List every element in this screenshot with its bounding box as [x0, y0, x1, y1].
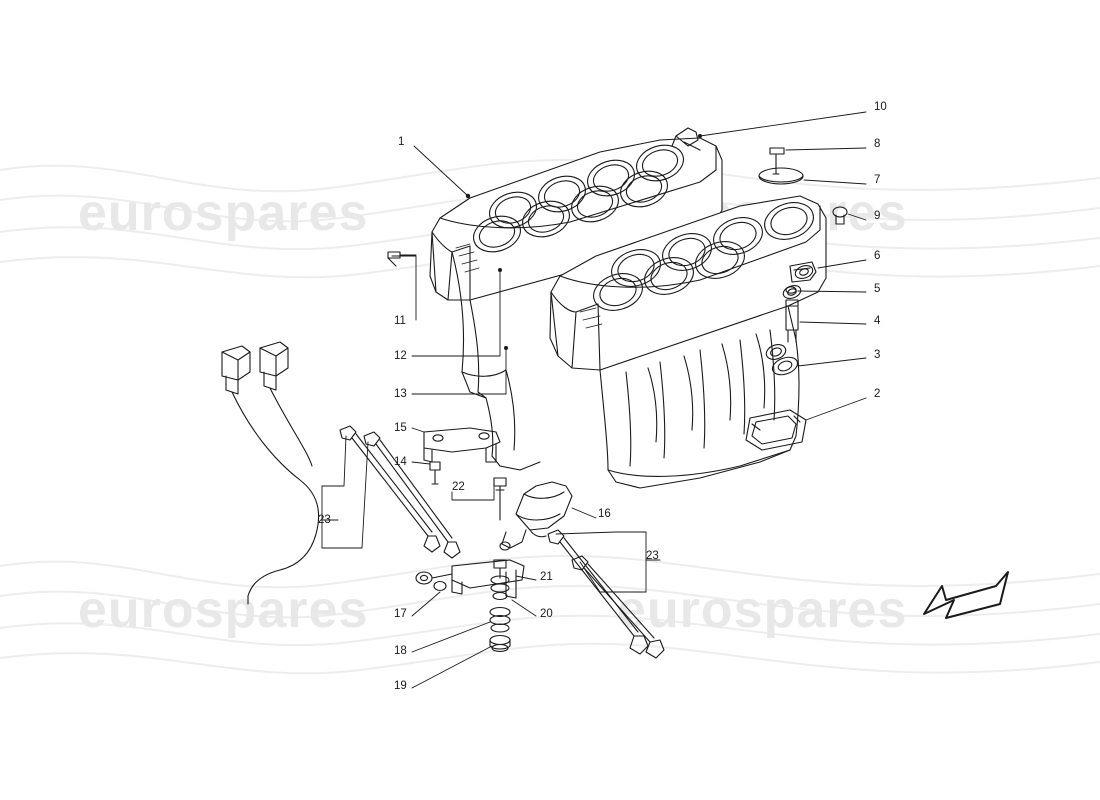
part-23-rod-left-b — [363, 431, 461, 559]
part-20-washer-stack — [490, 575, 510, 601]
leader-endpoints — [465, 134, 702, 350]
callout-17[interactable]: 17 — [394, 608, 407, 620]
connector-cables — [231, 387, 320, 605]
connector-plugs — [221, 341, 289, 395]
callout-21[interactable]: 21 — [540, 571, 553, 583]
callout-16[interactable]: 16 — [598, 508, 611, 520]
callout-2[interactable]: 2 — [874, 388, 881, 400]
callout-23-left[interactable]: 23 — [318, 514, 331, 526]
callout-4[interactable]: 4 — [874, 315, 881, 327]
callout-18[interactable]: 18 — [394, 645, 407, 657]
throttle-bores-rear — [473, 144, 684, 253]
part-14-bolt — [429, 461, 441, 485]
callout-22[interactable]: 22 — [452, 481, 465, 493]
throttle-bores-front — [593, 202, 814, 311]
part-9-screw — [832, 206, 848, 225]
direction-arrow — [923, 571, 1009, 619]
part-2-gasket — [745, 409, 807, 451]
part-23-rod-left-a — [339, 425, 441, 553]
part-11-bolt — [387, 251, 417, 267]
mounting-bosses — [765, 265, 814, 360]
part-16-actuator — [499, 481, 573, 551]
part-8-bolt — [769, 147, 785, 175]
callout-12[interactable]: 12 — [394, 350, 407, 362]
part-18-washer — [489, 606, 511, 633]
part-7-cap — [758, 167, 804, 185]
manifold-upper-body — [429, 137, 723, 399]
callout-9[interactable]: 9 — [874, 210, 881, 222]
part-23-rod-right-b — [571, 555, 665, 659]
callout-10[interactable]: 10 — [874, 101, 887, 113]
part-3-ring — [771, 356, 799, 376]
callout-8[interactable]: 8 — [874, 138, 881, 150]
callout-5[interactable]: 5 — [874, 283, 881, 295]
manifold-lower-web — [477, 369, 541, 471]
part-23-rod-right-a — [547, 529, 649, 655]
callout-6[interactable]: 6 — [874, 250, 881, 262]
callout-14[interactable]: 14 — [394, 456, 407, 468]
callout-23-right[interactable]: 23 — [646, 550, 659, 562]
callout-11[interactable]: 11 — [394, 315, 406, 327]
part-17-ball-joint — [415, 571, 453, 592]
callout-3[interactable]: 3 — [874, 349, 881, 361]
callout-19[interactable]: 19 — [394, 680, 407, 692]
manifold-runner-base — [599, 305, 800, 489]
leader-lines — [321, 111, 867, 689]
callout-13[interactable]: 13 — [394, 388, 407, 400]
part-10-clip — [671, 127, 701, 151]
callout-20[interactable]: 20 — [540, 608, 553, 620]
callout-1[interactable]: 1 — [398, 136, 405, 148]
part-22-stud — [493, 477, 507, 521]
callout-7[interactable]: 7 — [874, 174, 881, 186]
front-deck-hatching — [579, 307, 603, 329]
part-21-pin — [493, 559, 507, 579]
deck-hatching — [455, 243, 480, 273]
part-6-cover — [789, 261, 817, 283]
part-4-bolt — [785, 299, 799, 343]
part-5-stud — [785, 286, 797, 294]
part-19-nut — [489, 634, 511, 653]
callout-15[interactable]: 15 — [394, 422, 407, 434]
linkage-plate — [451, 559, 525, 599]
part-13-bracket — [423, 427, 501, 463]
